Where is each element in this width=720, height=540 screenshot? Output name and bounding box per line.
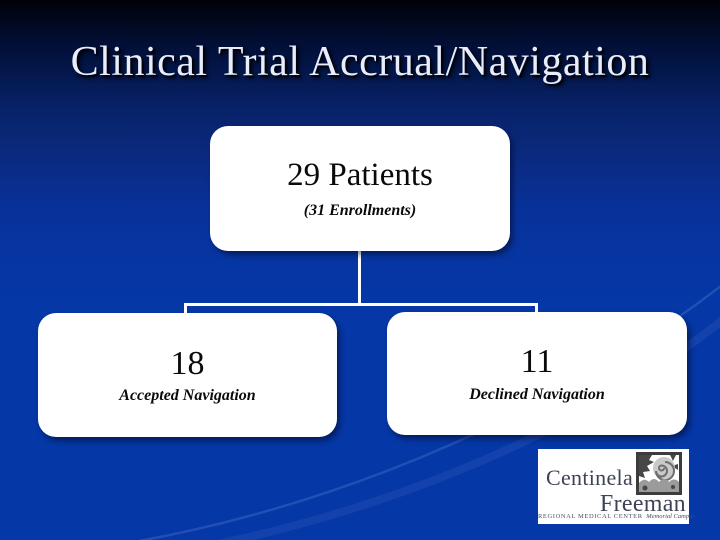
node-accepted-value: 18 bbox=[170, 344, 205, 382]
diagram-node-accepted: 18 Accepted Navigation bbox=[38, 313, 337, 437]
logo-name-top: Centinela bbox=[546, 465, 634, 490]
logo-tagline: REGIONAL MEDICAL CENTER Memorial Campus bbox=[538, 513, 695, 521]
logo-tagline-caps: REGIONAL MEDICAL CENTER bbox=[538, 513, 643, 520]
node-patients-sublabel: (31 Enrollments) bbox=[303, 201, 417, 219]
sun-swirl-icon bbox=[636, 452, 682, 495]
logo-centinela-freeman: Centinela Freeman REGIONAL MEDICAL CENTE… bbox=[538, 449, 695, 524]
connector-stub-right bbox=[535, 305, 538, 313]
node-accepted-label: Accepted Navigation bbox=[119, 387, 256, 405]
node-declined-value: 11 bbox=[520, 343, 554, 381]
connector-horizontal bbox=[184, 303, 538, 306]
logo-name-bottom: Freeman bbox=[599, 491, 686, 517]
connector-root-vertical bbox=[358, 251, 361, 305]
slide-title: Clinical Trial Accrual/Navigation bbox=[70, 39, 650, 85]
logo-tagline-detail: Memorial Campus bbox=[646, 513, 695, 520]
connector-stub-left bbox=[184, 305, 187, 314]
node-declined-label: Declined Navigation bbox=[469, 385, 605, 403]
diagram-node-declined: 11 Declined Navigation bbox=[387, 312, 687, 435]
diagram-node-patients: 29 Patients (31 Enrollments) bbox=[210, 126, 510, 251]
node-patients-label: 29 Patients bbox=[287, 157, 433, 194]
